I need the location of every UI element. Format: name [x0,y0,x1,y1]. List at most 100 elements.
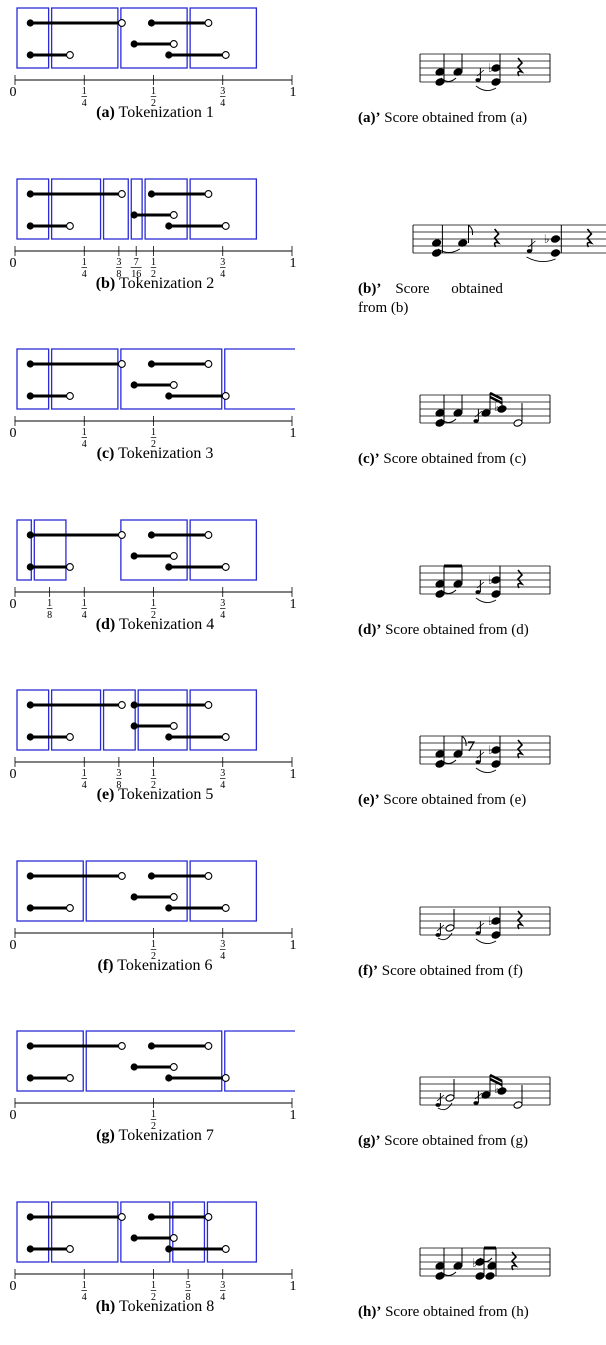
token-box [50,7,119,69]
note-offset [221,221,230,230]
note-offset [204,530,213,539]
music-score-f: ♭ [419,906,551,944]
score-text: Score obtained from (f) [381,962,523,979]
token-box [224,1030,295,1092]
token-box [50,689,102,751]
note-bar [26,1212,126,1221]
token-box [16,177,50,240]
note-offset [221,51,230,59]
token-box [144,177,188,240]
note-onset [26,189,34,198]
notehead [435,1271,445,1280]
svg-text:1: 1 [151,427,156,438]
tick-label: 34 [220,257,226,280]
svg-text:1: 1 [47,598,52,609]
note-onset [26,1212,34,1221]
token-box [120,1200,171,1263]
token-box [33,518,67,581]
tick-label: 1 [290,1108,297,1123]
token-box [189,177,258,240]
score-caption: (c)’ Score obtained from (c) [358,450,526,469]
note-offset [117,360,126,368]
flat-sign: ♭ [544,232,550,246]
token-box [16,348,50,410]
svg-text:3: 3 [220,257,225,268]
note-onset [26,1042,34,1050]
token-box [120,518,188,581]
svg-text:1: 1 [151,598,156,609]
token-box [189,518,258,581]
note-bar [26,562,74,571]
svg-text:3: 3 [116,257,121,268]
token-box [120,7,188,69]
note-bar [165,51,230,59]
tick-label: 12 [150,768,157,791]
caption-label: (h) [95,1297,116,1315]
note-offset [117,530,126,539]
tick-label: 12 [150,257,157,280]
note-onset [26,701,34,709]
note-onset [26,871,34,880]
grace-note [475,589,481,594]
note-offset [221,562,230,571]
score-caption: (f)’ Score obtained from (f) [358,962,523,981]
notehead [491,589,501,598]
caption-label: (e) [96,786,115,803]
tick-label: 0 [10,767,17,782]
note-onset [130,701,138,709]
svg-text:2: 2 [151,1292,156,1303]
notehead [435,78,445,86]
score-caption: (e)’ Score obtained from (e) [358,791,526,810]
note-onset [165,1244,173,1253]
notehead [491,78,501,86]
note-offset [117,871,126,880]
notehead [435,589,445,598]
note-bar [130,210,178,219]
note-bar [26,392,74,400]
score-staff: ♭ [419,53,551,91]
grace-note [473,419,479,423]
note-offset [169,892,178,901]
svg-text:1: 1 [82,86,87,97]
note-offset [221,1074,230,1082]
svg-text:8: 8 [116,269,121,280]
note-offset [65,733,74,741]
tick-label: 34 [220,86,226,109]
svg-text:2: 2 [151,269,156,280]
svg-text:7: 7 [134,257,139,268]
note-bar [165,903,230,912]
note-onset [26,392,34,400]
tick-label: 14 [81,598,87,621]
flat-sign: ♭ [494,1082,500,1096]
note-onset [147,19,156,27]
tick-label: 12 [150,1280,157,1303]
flat-sign: ♭ [494,400,500,414]
svg-text:4: 4 [220,610,225,621]
svg-text:4: 4 [220,269,225,280]
grace-note [475,930,481,935]
notehead [475,1271,485,1280]
tie [440,77,457,82]
flat-sign: ♭ [472,1256,478,1270]
note-offset [221,733,230,741]
caption-text: Tokenization 4 [118,615,215,633]
music-score-a: ♭ [419,53,551,91]
svg-text:8: 8 [186,1292,191,1303]
music-score-h: ♭ [419,1246,551,1280]
caption-label: (a) [96,104,115,121]
flat-sign: ♭ [488,61,494,75]
notehead [485,1271,495,1280]
score-staff: ♭ [419,735,551,773]
note-offset [65,1074,74,1082]
panel-caption: (a) Tokenization 1 [0,103,310,123]
note-offset [169,722,178,730]
caption-label: (g) [96,1127,115,1144]
score-staff: ♭ [419,391,551,427]
panel-caption: (h) Tokenization 8 [0,1297,310,1317]
token-box [85,859,188,922]
rest [586,228,594,247]
notehead [431,238,442,247]
